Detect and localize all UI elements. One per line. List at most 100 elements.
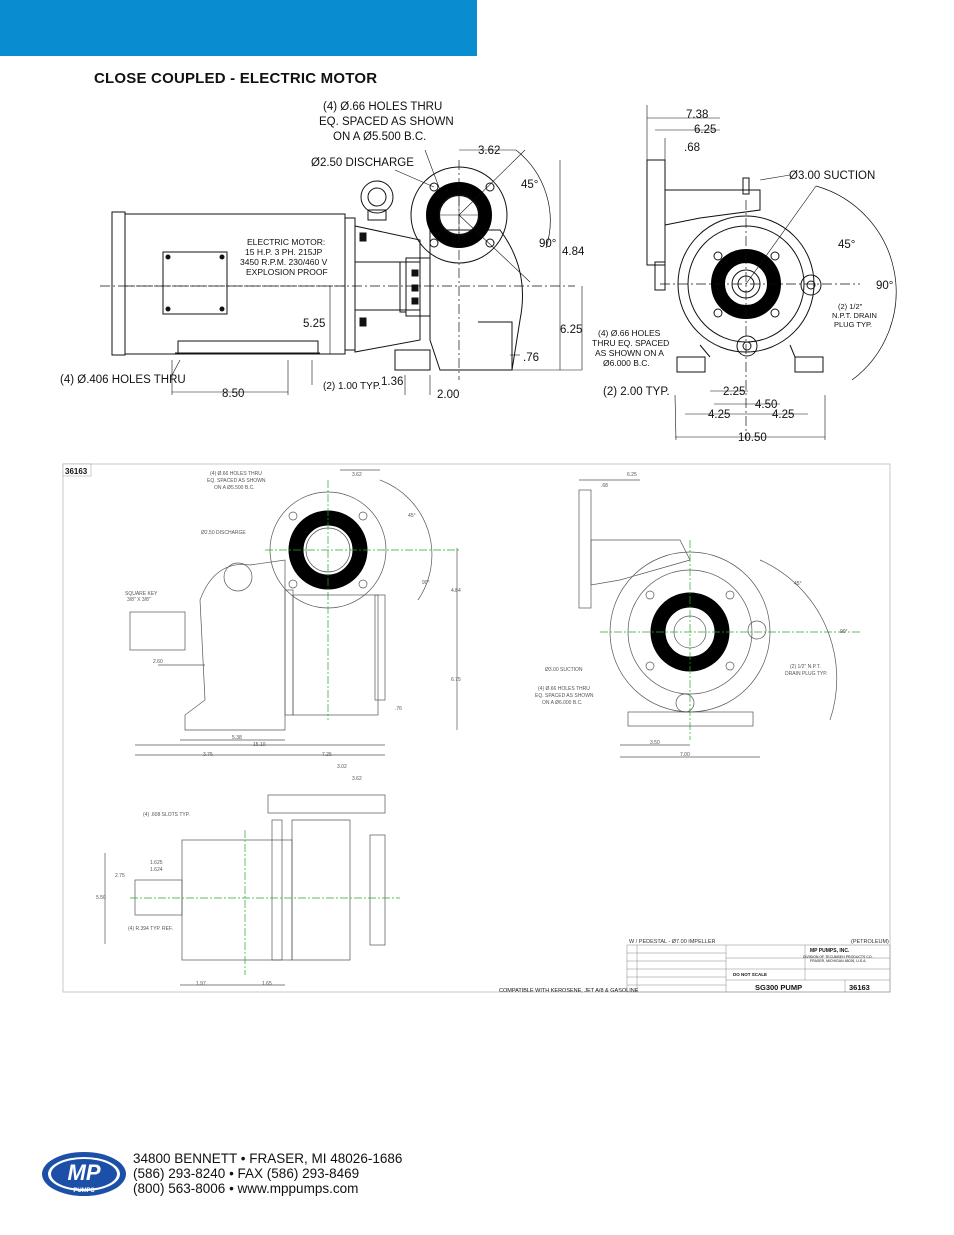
s-holes-2: EQ. SPACED AS SHOWN xyxy=(207,478,266,484)
s-dim-675: 6.75 xyxy=(451,677,461,683)
dim-4-50: 4.50 xyxy=(755,399,777,411)
engineering-sheet: 36163 xyxy=(62,463,891,994)
dim-10-50: 10.50 xyxy=(738,432,767,444)
s-slots: (4) .608 SLOTS TYP. xyxy=(143,812,190,818)
drawing-end-labels: 7.38 6.25 .68 Ø3.00 SUCTION 45° 90° (2) … xyxy=(592,109,893,444)
drawing-side-labels: (4) Ø.66 HOLES THRU EQ. SPACED AS SHOWN … xyxy=(60,101,585,401)
holes-end-3: AS SHOWN ON A xyxy=(595,348,664,358)
s-shaft-2: 1.624 xyxy=(150,867,163,873)
sheet-drawing-number: 36163 xyxy=(65,467,88,476)
s-dim-700: 7.00 xyxy=(680,752,690,758)
holes-note-1: (4) Ø.66 HOLES THRU xyxy=(323,101,442,113)
s-dim-165: 1.65 xyxy=(262,981,272,987)
s-dim-302: 3.02 xyxy=(337,764,347,770)
s-dim-350: 3.50 xyxy=(650,740,660,746)
dim-4-84: 4.84 xyxy=(562,246,585,258)
s-dim-1510: 15.10 xyxy=(253,742,266,748)
s-dim-275: 2.75 xyxy=(115,873,125,879)
s-dim-362b: 3.62 xyxy=(352,776,362,782)
s-dim-484: 4.84 xyxy=(451,588,461,594)
logo-sub: PUMPS xyxy=(73,1188,94,1194)
dim-68: .68 xyxy=(684,142,700,154)
holes-end-1: (4) Ø.66 HOLES xyxy=(598,328,661,338)
footer-phone: (586) 293-8240 • FAX (586) 293-8469 xyxy=(133,1166,360,1181)
drawing-end-view xyxy=(646,105,897,441)
s-dim-538: 5.38 xyxy=(232,735,242,741)
dim-6-25-end: 6.25 xyxy=(694,124,716,136)
sheet-title: SG300 PUMP xyxy=(755,983,802,992)
s-dim-197: 1.97 xyxy=(196,981,206,987)
drain-note-2: N.P.T. DRAIN xyxy=(832,311,877,320)
section-title: CLOSE COUPLED - ELECTRIC MOTOR xyxy=(94,70,378,87)
compatible-note: COMPATIBLE WITH KEROSENE, JET A/8 & GASO… xyxy=(499,988,639,994)
holes-end-4: Ø6.000 B.C. xyxy=(603,358,650,368)
holes-note-2: EQ. SPACED AS SHOWN xyxy=(319,116,454,128)
s-holes-1: (4) Ø.66 HOLES THRU xyxy=(210,471,262,477)
drain-note-3: PLUG TYP. xyxy=(834,320,872,329)
s-angle-90-b: 90° xyxy=(840,629,848,635)
dim-2-00: 2.00 xyxy=(437,389,459,401)
s-drain-1: (2) 1/2" N.P.T. xyxy=(790,664,821,670)
s-holes-3: ON A Ø5.500 B.C. xyxy=(214,485,255,491)
s-dim-625: 6.25 xyxy=(627,472,637,478)
s-dim-260: 2.60 xyxy=(153,659,163,665)
impeller-note: W / PEDESTAL - Ø7.00 IMPELLER xyxy=(629,939,716,945)
dim-2-00-typ: (2) 2.00 TYP. xyxy=(603,386,670,398)
s-dim-362: 3.62 xyxy=(352,472,362,478)
holes-end-2: THRU EQ. SPACED xyxy=(592,338,669,348)
angle-45: 45° xyxy=(521,179,538,191)
dim-76: .76 xyxy=(523,352,539,364)
do-not-scale: DO NOT SCALE xyxy=(733,972,767,977)
s-holes-s-1: (4) Ø.66 HOLES THRU xyxy=(538,686,590,692)
logo-text: MP xyxy=(68,1160,101,1185)
petroleum-note: (PETROLEUM) xyxy=(851,939,889,945)
s-discharge: Ø2.50 DISCHARGE xyxy=(201,530,246,536)
s-square-key-2: 3/8" X 3/8" xyxy=(127,597,151,603)
dim-6-25: 6.25 xyxy=(560,324,582,336)
company-name: MP PUMPS, INC. xyxy=(810,948,850,954)
dim-1-36: 1.36 xyxy=(381,376,403,388)
title-block xyxy=(626,944,891,993)
s-dim-68: .68 xyxy=(601,483,608,489)
suction-label: Ø3.00 SUCTION xyxy=(789,170,875,182)
drawing-side-view xyxy=(100,149,583,395)
footer-contact: 34800 BENNETT • FRASER, MI 48026-1686 (5… xyxy=(133,1151,402,1196)
discharge-label: Ø2.50 DISCHARGE xyxy=(311,157,414,169)
motor-note-4: EXPLOSION PROOF xyxy=(246,267,328,277)
drain-note-1: (2) 1/2" xyxy=(838,302,863,311)
angle-45-end: 45° xyxy=(838,239,855,251)
s-dim-76: .76 xyxy=(395,706,402,712)
s-dim-725: 7.25 xyxy=(322,752,332,758)
dim-3-62: 3.62 xyxy=(478,145,500,157)
angle-90: 90° xyxy=(539,238,556,250)
footer-web: (800) 563-8006 • www.mppumps.com xyxy=(133,1181,359,1196)
s-square-key-1: SQUARE KEY xyxy=(125,591,158,597)
dim-2-25: 2.25 xyxy=(723,386,745,398)
dim-4-25-b: 4.25 xyxy=(772,409,794,421)
holes-note-3: ON A Ø5.500 B.C. xyxy=(333,131,426,143)
dim-1-00: (2) 1.00 TYP. xyxy=(323,381,381,392)
company-sub-1: DIVISION OF TECUMSEH PRODUCTS CO. xyxy=(803,955,873,959)
footer-address: 34800 BENNETT • FRASER, MI 48026-1686 xyxy=(133,1151,403,1166)
s-radius: (4) R.394 TYP. REF. xyxy=(128,926,173,932)
dwg-number: 36163 xyxy=(849,983,870,992)
dim-8-50: 8.50 xyxy=(222,388,244,400)
dim-7-38: 7.38 xyxy=(686,109,708,121)
angle-90-end: 90° xyxy=(876,280,893,292)
motor-note-2: 15 H.P. 3 PH. 215JP xyxy=(245,247,323,257)
s-holes-s-2: EQ. SPACED AS SHOWN xyxy=(535,693,594,699)
s-shaft-1: 1.625 xyxy=(150,860,163,866)
header-bar xyxy=(0,0,477,56)
s-angle-45: 45° xyxy=(408,513,416,519)
s-dim-550: 5.50 xyxy=(96,895,106,901)
company-sub-2: FRASER, MICHIGAN 48026, U.S.A. xyxy=(810,959,866,963)
holes-406: (4) Ø.406 HOLES THRU xyxy=(60,374,186,386)
motor-note-1: ELECTRIC MOTOR: xyxy=(247,237,325,247)
motor-note-3: 3450 R.P.M. 230/460 V xyxy=(240,257,328,267)
s-angle-90: 90° xyxy=(422,580,430,586)
s-holes-s-3: ON A Ø6.000 B.C. xyxy=(542,700,583,706)
dim-5-25: 5.25 xyxy=(303,318,325,330)
s-angle-45-b: 45° xyxy=(794,581,802,587)
s-suction: Ø3.00 SUCTION xyxy=(545,667,583,673)
